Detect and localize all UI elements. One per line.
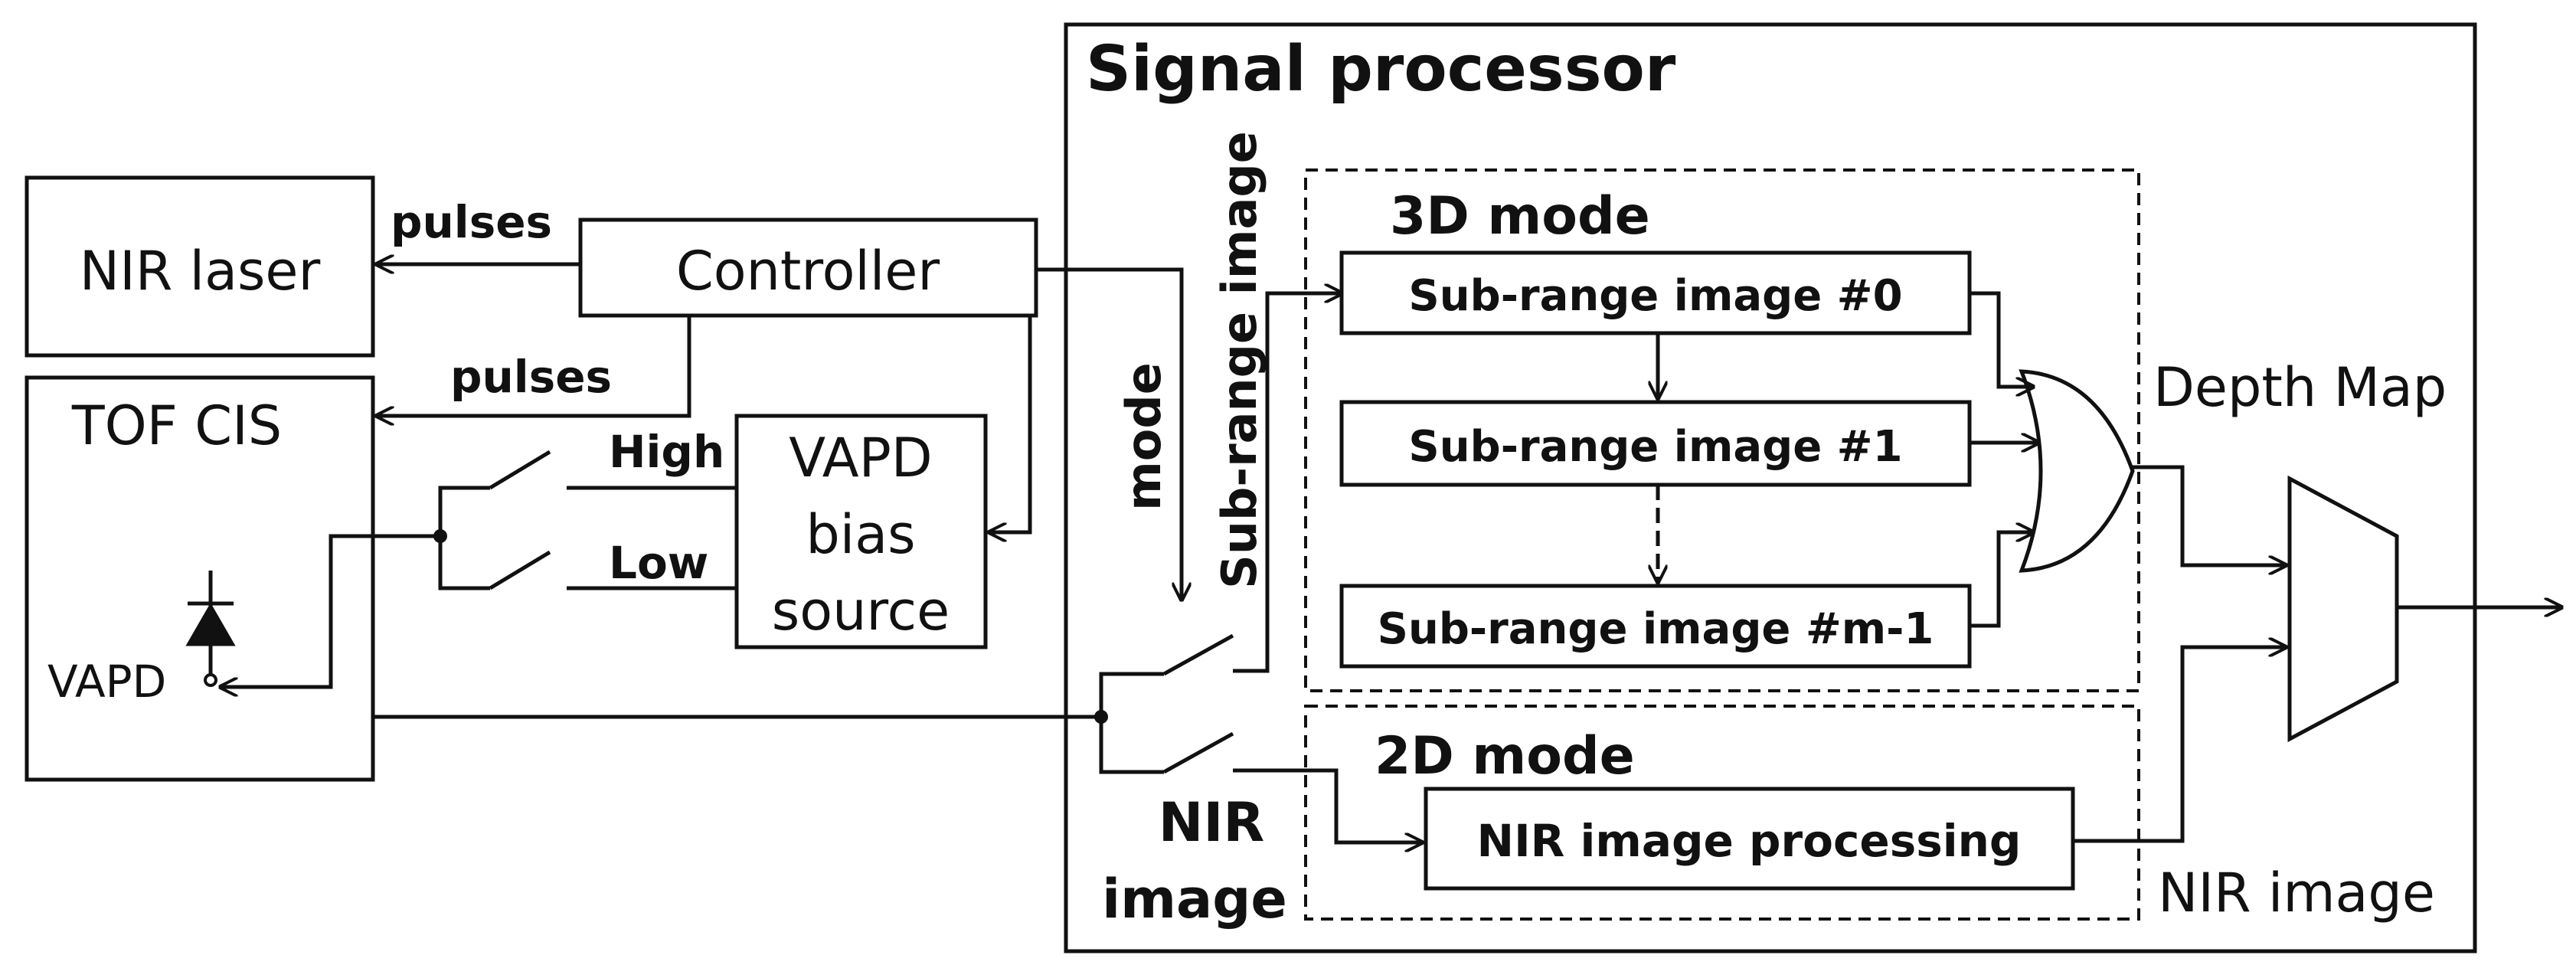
nir-image-processing-label: NIR image processing [1477, 815, 2022, 867]
high-label: High [609, 426, 724, 478]
controller-box [578, 218, 1038, 318]
nir-image-out-label: NIR image [2158, 862, 2435, 924]
vapd-label: VAPD [47, 656, 166, 708]
output-mux-icon [2287, 475, 2399, 743]
tof-cis-box [25, 375, 375, 782]
pulses-cis-label: pulses [450, 351, 612, 403]
vapd-bias-line2: bias [806, 503, 915, 566]
nir-image-in-arrow [1233, 768, 1422, 842]
low-switch-blade [489, 550, 551, 590]
block0-to-or-arrow [1970, 291, 2033, 387]
tof-cis-label: TOF CIS [71, 394, 282, 457]
sub-range-block-1 [1339, 400, 1972, 487]
depth-map-label: Depth Map [2153, 356, 2447, 419]
nir-laser-box [25, 175, 375, 358]
or-to-mux-arrow [2133, 465, 2286, 565]
nir-image-in-line1: NIR [1159, 791, 1265, 854]
vapd-bias-line3: source [772, 580, 950, 643]
mode-label: mode [1116, 362, 1172, 511]
signal-processor-title: Signal processor [1086, 33, 1676, 106]
pulses-to-cis-arrow [377, 316, 691, 416]
mode-switch-common [1099, 672, 1164, 774]
high-switch-blade [489, 450, 551, 490]
controller-label: Controller [676, 240, 940, 303]
low-label: Low [609, 537, 708, 589]
sub-range-image-label: Sub-range image [1211, 131, 1267, 589]
bias-to-vapd-arrow [221, 534, 440, 687]
nir-image-in-line2: image [1102, 868, 1287, 931]
sub-range-image-arrow [1233, 293, 1342, 673]
mode-2d-region [1304, 705, 2140, 921]
or-gate-icon [2019, 369, 2135, 573]
blockm1-to-or-arrow [1970, 532, 2033, 628]
vapd-diode-icon [185, 571, 236, 687]
mode-2d-title: 2D mode [1375, 726, 1635, 787]
vapd-bias-source-box [734, 414, 988, 649]
controller-to-bias-arrow [989, 316, 1032, 532]
mode-3d-title: 3D mode [1390, 186, 1650, 247]
mode-switch-blade-3d [1162, 633, 1234, 676]
sub-range-block-0-label: Sub-range image #0 [1408, 271, 1902, 321]
vapd-bias-line1: VAPD [789, 427, 932, 489]
nir-laser-label: NIR laser [80, 240, 321, 303]
sub-range-block-1-label: Sub-range image #1 [1408, 422, 1902, 472]
controller-mode-arrow [1036, 267, 1182, 600]
bias-switch-common [438, 486, 490, 590]
mode-switch-blade-2d [1162, 731, 1234, 774]
nir-to-mux-arrow [2073, 647, 2286, 843]
nir-image-processing-block [1424, 787, 2075, 891]
pulses-laser-label: pulses [391, 196, 552, 248]
sub-range-block-m1-label: Sub-range image #m-1 [1378, 604, 1934, 654]
